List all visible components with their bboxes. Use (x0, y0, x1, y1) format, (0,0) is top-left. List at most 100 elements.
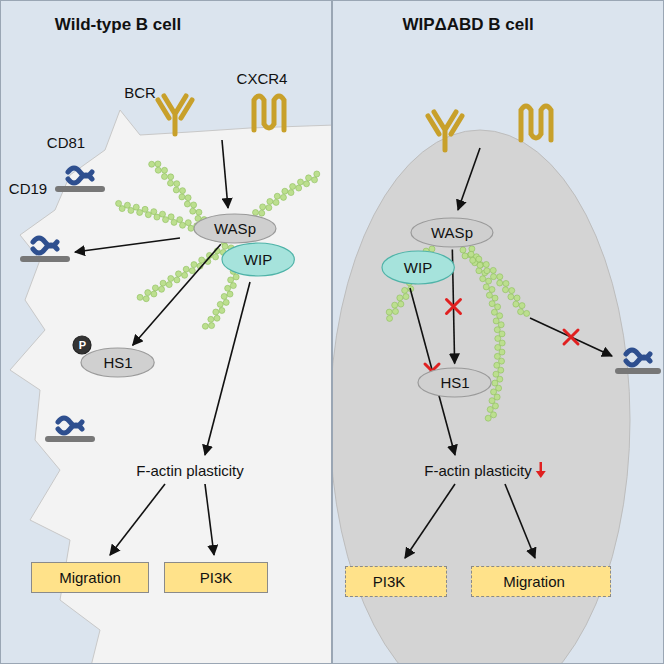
actin-bead (133, 204, 139, 210)
actin-bead (191, 262, 197, 268)
actin-bead (403, 294, 409, 300)
actin-bead (196, 209, 202, 215)
actin-bead (478, 262, 484, 268)
actin-bead (503, 280, 509, 286)
actin-bead (152, 285, 158, 291)
actin-bead (312, 177, 318, 183)
outcome-box: Migration (31, 562, 149, 593)
actin-bead (202, 323, 208, 329)
actin-bead (494, 327, 500, 333)
actin-bead (462, 253, 468, 259)
actin-bead (217, 301, 223, 307)
actin-bead (499, 349, 505, 355)
receptor-label: BCR (124, 84, 156, 101)
actin-bead (116, 200, 122, 206)
actin-bead (191, 202, 197, 208)
actin-bead (491, 309, 497, 315)
actin-bead (524, 310, 530, 316)
actin-bead (491, 412, 497, 418)
cxcr4-symbol (521, 106, 551, 140)
actin-bead (386, 309, 392, 315)
actin-bead (177, 217, 183, 223)
actin-bead (387, 315, 393, 321)
actin-bead (468, 251, 474, 257)
actin-bead (128, 207, 134, 213)
actin-bead (469, 246, 475, 252)
node-label: PI3K (200, 569, 233, 586)
actin-bead (491, 274, 497, 280)
node-label: Migration (59, 569, 121, 586)
actin-bead (185, 220, 191, 226)
actin-bead (151, 209, 157, 215)
actin-bead (492, 295, 498, 301)
actin-bead (124, 202, 130, 208)
actin-bead (199, 257, 205, 263)
actin-bead (155, 161, 161, 167)
wild-type-cell (10, 110, 331, 664)
actin-bead (297, 179, 303, 185)
node-label: Migration (503, 573, 565, 590)
actin-bead (489, 301, 495, 307)
actin-bead (143, 296, 149, 302)
actin-bead (476, 268, 482, 274)
actin-bead (184, 201, 190, 207)
actin-bead (484, 268, 490, 274)
hs1-protein: HS1 (417, 367, 492, 398)
actin-bead (119, 206, 125, 212)
actin-bead (225, 285, 231, 291)
actin-bead (494, 353, 500, 359)
actin-bead (490, 267, 496, 273)
wasp-protein: WASp (410, 217, 494, 248)
actin-bead (288, 190, 294, 196)
actin-bead (166, 282, 172, 288)
actin-bead (502, 287, 508, 293)
bcr-symbol (428, 112, 462, 150)
actin-bead (162, 167, 168, 173)
node-label: HS1 (440, 374, 469, 391)
actin-bead (168, 276, 174, 282)
actin-bead (499, 331, 505, 337)
node-label: P (79, 339, 86, 351)
actin-bead (219, 307, 225, 313)
actin-bead (190, 208, 196, 214)
wasp-protein: WASp (193, 213, 277, 244)
actin-bead (306, 175, 312, 181)
node-label: WASp (431, 224, 473, 241)
actin-bead (183, 266, 189, 272)
actin-bead (398, 301, 404, 307)
actin-bead (167, 180, 173, 186)
actin-bead (477, 262, 483, 268)
actin-bead (233, 274, 239, 280)
actin-bead (213, 254, 219, 260)
actin-bead (470, 257, 476, 263)
actin-bead (273, 199, 279, 205)
actin-bead (493, 318, 499, 324)
phospho-mark: P (72, 335, 92, 355)
actin-bead (145, 212, 151, 218)
actin-bead (402, 287, 408, 293)
actin-bead (213, 309, 219, 315)
actin-bead (397, 295, 403, 301)
decrease-arrow (536, 462, 546, 478)
actin-bead (154, 214, 160, 220)
actin-bead (160, 280, 166, 286)
actin-bead (304, 181, 310, 187)
actin-bead (491, 389, 497, 395)
actin-bead (492, 403, 498, 409)
actin-bead (518, 309, 524, 315)
actin-bead (513, 301, 519, 307)
actin-bead (155, 167, 161, 173)
actin-bead (485, 415, 491, 421)
panel-title: WIPΔABD B cell (402, 15, 533, 35)
receptors (158, 96, 551, 150)
actin-bead (145, 290, 151, 296)
cxcr4-symbol (254, 96, 284, 130)
actin-bead (495, 344, 501, 350)
actin-bead (209, 323, 215, 329)
actin-bead (174, 181, 180, 187)
actin-bead (499, 340, 505, 346)
actin-bead (189, 268, 195, 274)
actin-bead (489, 287, 495, 293)
actin-bead (222, 243, 228, 249)
actin-bead (266, 205, 272, 211)
